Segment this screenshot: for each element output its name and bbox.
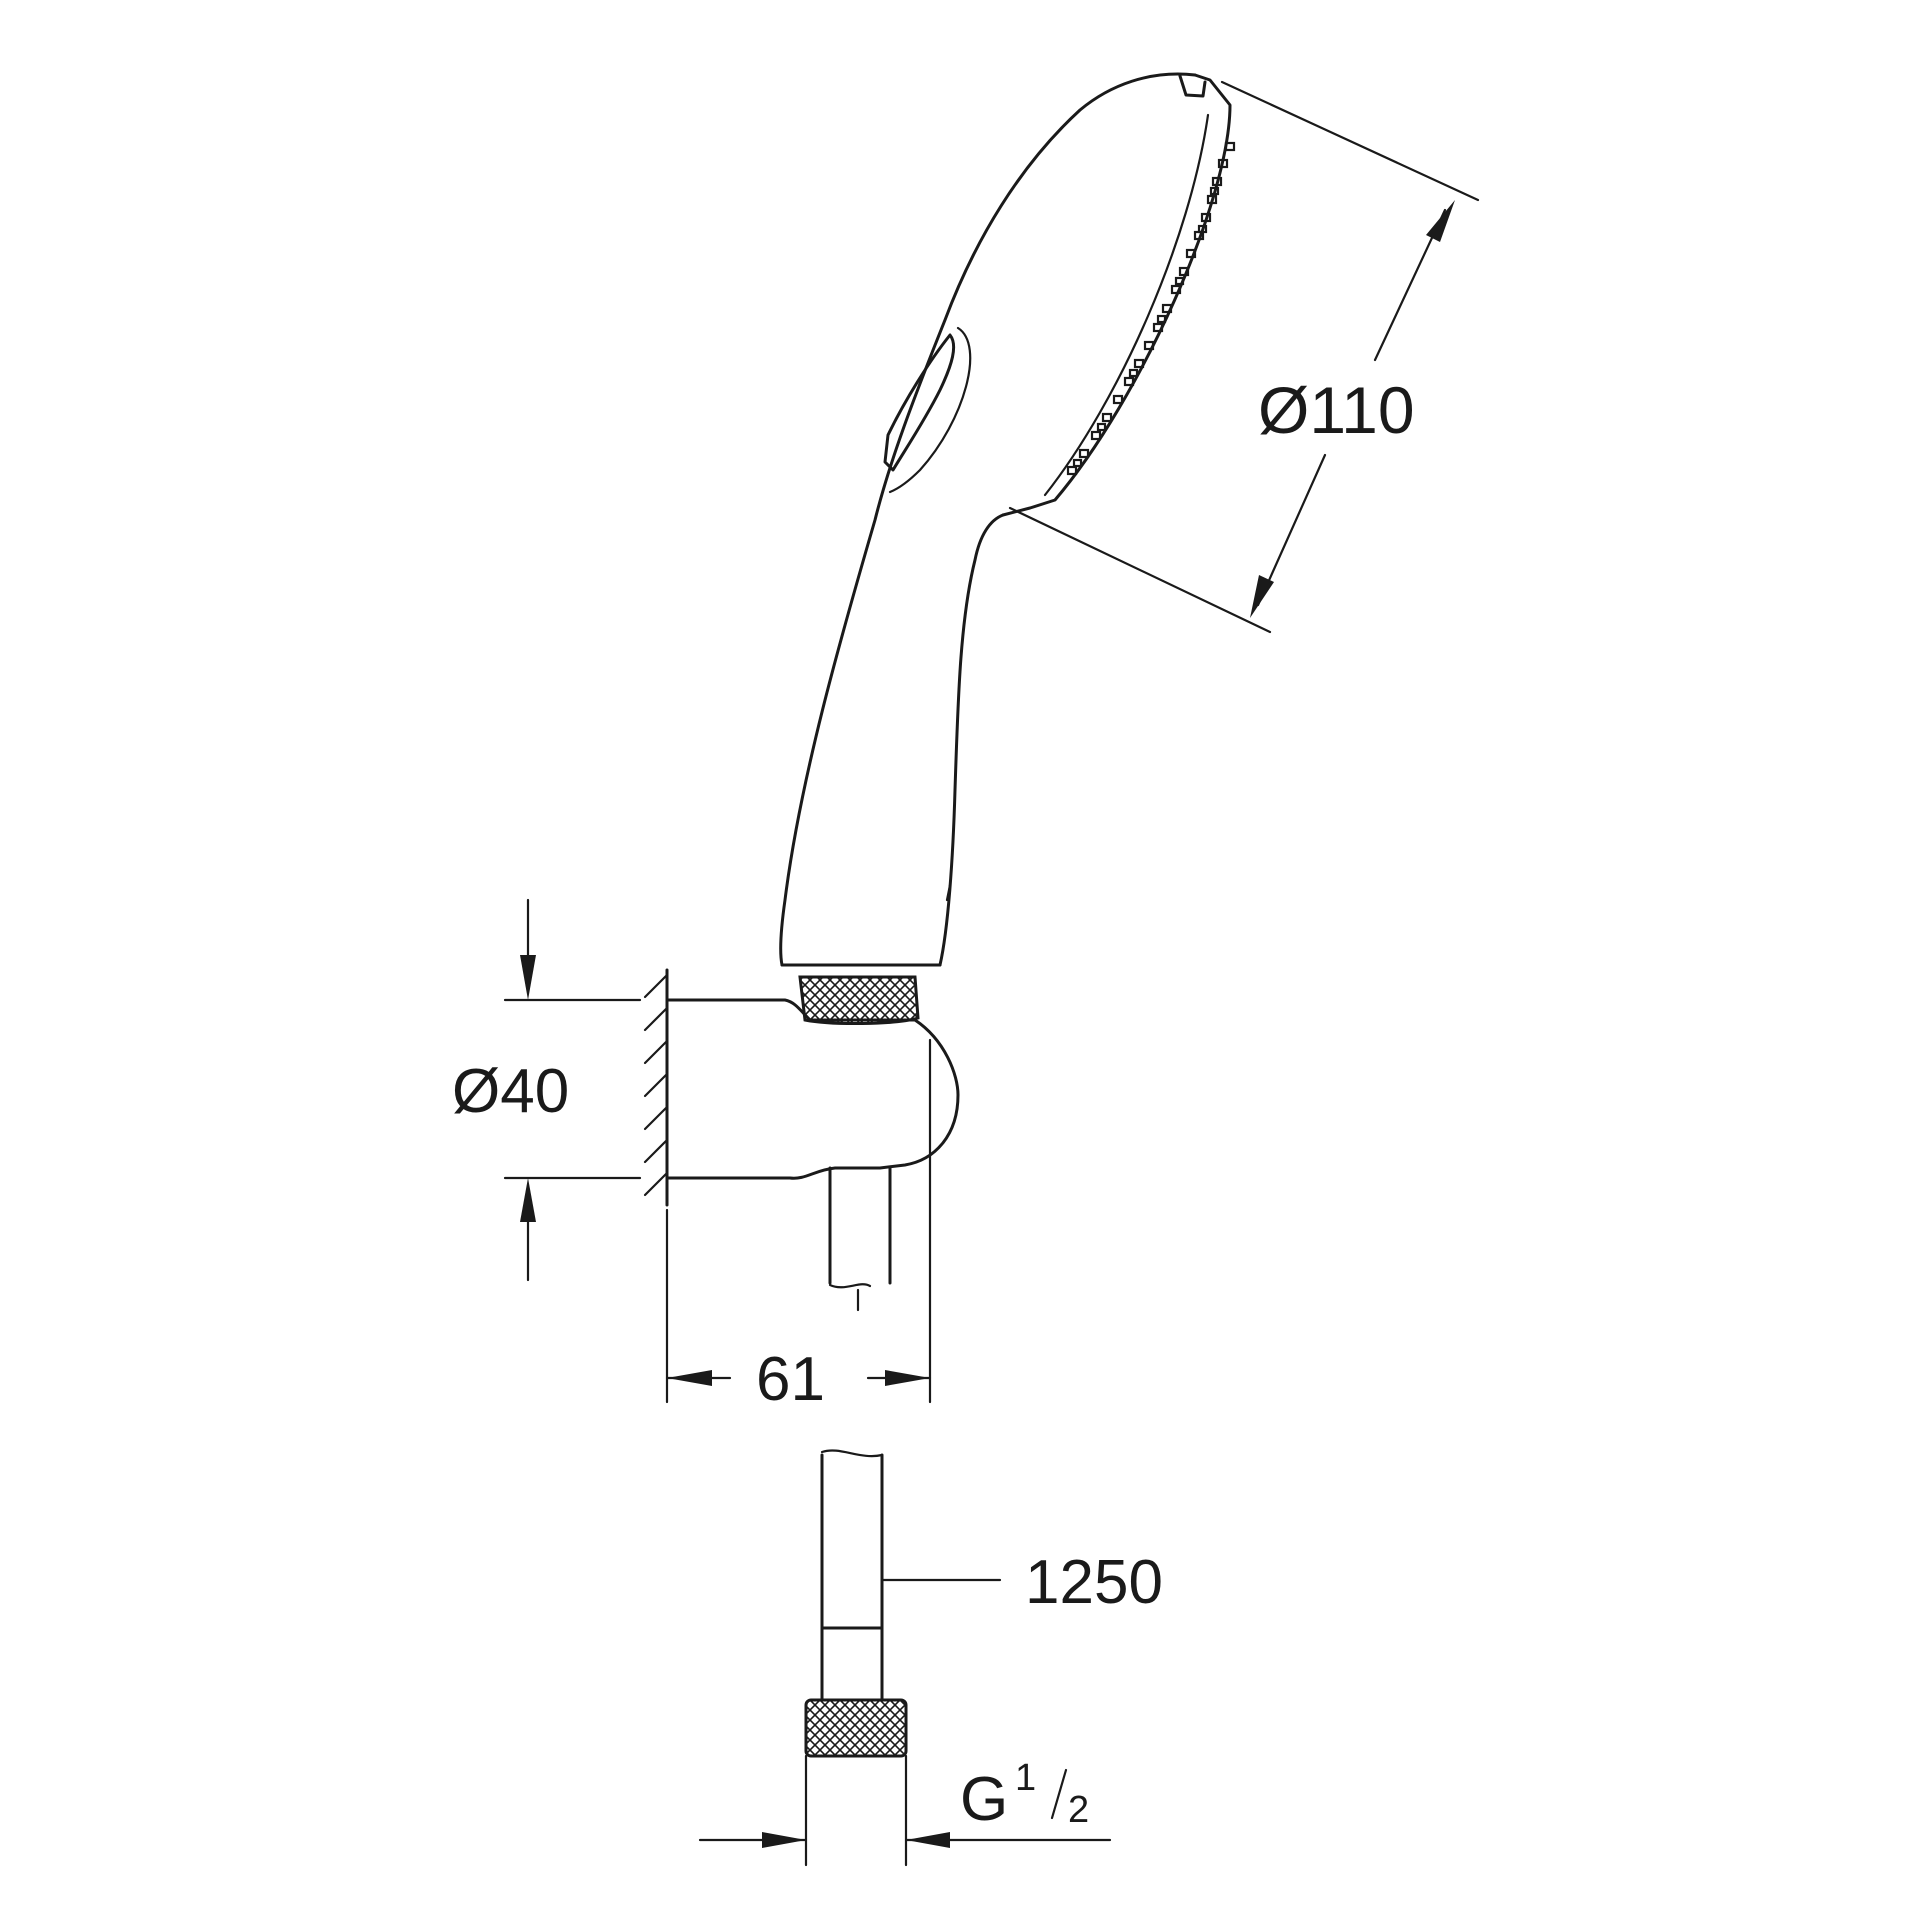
holder-diameter-label: Ø40 <box>452 1057 569 1126</box>
hose-break-upper <box>828 1283 872 1289</box>
hand-shower <box>779 72 1236 967</box>
dim-holder-depth: 61 <box>665 1038 932 1414</box>
hose-lower <box>804 1449 908 1867</box>
holder-depth-label: 61 <box>756 1345 825 1414</box>
spray-face-inner <box>1043 113 1210 497</box>
thread-denominator-label: 2 <box>1068 1789 1089 1831</box>
dim-hose-length: 1250 <box>880 1548 1163 1617</box>
dim-holder-diameter: Ø40 <box>452 898 642 1282</box>
holder-knurled-ring <box>798 975 920 1026</box>
spray-selector-button[interactable] <box>883 333 956 472</box>
button-recess <box>888 326 972 494</box>
dim-head-diameter: Ø110 <box>1008 80 1480 634</box>
wall-holder <box>643 968 960 1312</box>
thread-numerator-label: 1 <box>1015 1757 1036 1799</box>
hose-length-label: 1250 <box>1025 1548 1163 1617</box>
wall-hatching <box>643 973 669 1197</box>
handle-detail <box>945 883 952 902</box>
hand-shower-body-outline <box>779 72 1197 967</box>
thread-letter-label: G <box>960 1765 1008 1834</box>
hose-knurled-nut <box>804 1698 908 1758</box>
hose-break-lower <box>820 1449 884 1458</box>
spray-nozzles <box>1066 141 1236 476</box>
dim-thread: G 1 2 <box>698 1757 1112 1848</box>
top-notch <box>1178 74 1207 98</box>
holder-body <box>665 998 960 1180</box>
spray-face-outline <box>1001 73 1232 517</box>
head-diameter-label: Ø110 <box>1258 373 1415 447</box>
hose-sleeve <box>820 1626 884 1702</box>
